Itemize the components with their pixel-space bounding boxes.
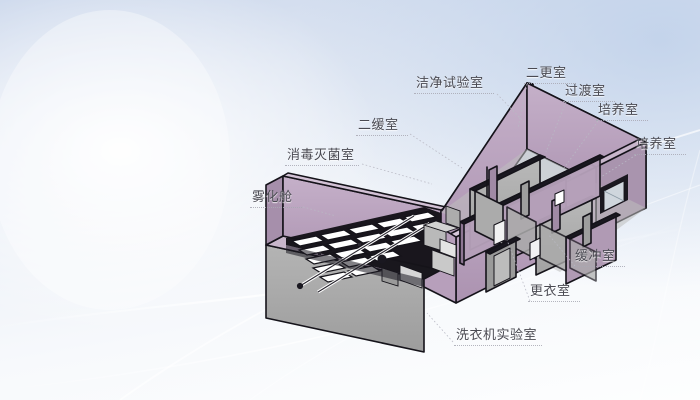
room-label-text: 洗衣机实验室 [456, 328, 538, 343]
room-label-peiyangshi-1: 培养室 [596, 103, 648, 121]
label-underline [573, 266, 625, 267]
room-label-text: 缓冲室 [575, 249, 616, 264]
room-label-text: 过渡室 [565, 84, 606, 99]
room-label-guodushi: 过渡室 [563, 84, 615, 102]
room-label-huanchongshi: 缓冲室 [573, 249, 625, 267]
room-label-xiaodumiejunshi: 消毒灭菌室 [285, 148, 359, 166]
room-label-text: 培养室 [636, 137, 677, 152]
label-underline [528, 301, 580, 302]
room-label-xiyijishiyanshi: 洗衣机实验室 [454, 328, 542, 346]
room-label-gengyishi: 更衣室 [528, 284, 580, 302]
room-label-text: 更衣室 [530, 284, 571, 299]
label-underline [250, 207, 302, 208]
room-label-ergengshi: 二更室 [524, 66, 576, 84]
room-label-text: 洁净试验室 [416, 76, 484, 91]
label-underline [596, 120, 648, 121]
room-label-peiyangshi-2: 培养室 [634, 137, 686, 155]
label-leader-lines [302, 83, 637, 343]
label-underline [285, 165, 359, 166]
label-underline [454, 345, 542, 346]
room-label-text: 二更室 [526, 66, 567, 81]
room-label-text: 二缓室 [358, 118, 399, 133]
room-label-erhuanshi: 二缓室 [356, 118, 408, 136]
label-underline [524, 83, 576, 84]
label-underline [356, 135, 408, 136]
room-label-text: 消毒灭菌室 [287, 148, 355, 163]
label-underline [634, 154, 686, 155]
room-label-jiejingshiyanshi: 洁净试验室 [414, 76, 494, 94]
room-label-text: 雾化舱 [252, 190, 293, 205]
room-label-text: 培养室 [598, 103, 639, 118]
label-underline [414, 93, 494, 94]
label-underline [563, 101, 615, 102]
room-label-wuhuacang: 雾化舱 [250, 190, 302, 208]
